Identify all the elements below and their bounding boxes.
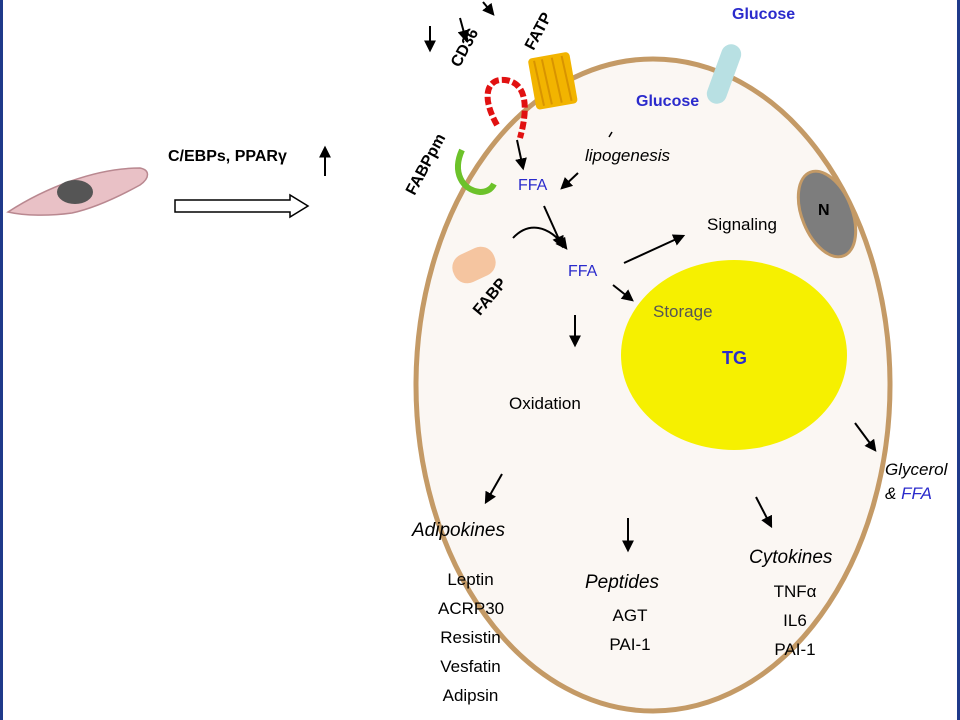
flow-arrows <box>319 1 877 553</box>
nucleus-label: N <box>818 202 830 219</box>
tg-label: TG <box>722 348 747 368</box>
preadipocyte-cell <box>6 167 149 216</box>
nucleus-shape <box>796 169 858 259</box>
adipokines-list: Leptin ACRP30 Resistin Vesfatin Adipsin <box>438 565 505 710</box>
list-item: Resistin <box>440 628 501 647</box>
list-item: PAI-1 <box>609 635 651 654</box>
differentiation-arrow <box>174 193 310 219</box>
signaling-label: Signaling <box>707 215 777 234</box>
lipogenesis-label: lipogenesis <box>585 146 671 165</box>
lipid-droplet <box>621 260 847 450</box>
glucose-transporter <box>706 44 742 104</box>
adipokines-title: Adipokines <box>412 520 505 541</box>
peptides-list: AGT PAI-1 <box>600 601 660 659</box>
right-frame-border <box>957 0 960 720</box>
induction-factors-label: C/EBPs, PPARγ <box>168 148 287 165</box>
preadipocyte-nucleus <box>57 180 93 204</box>
amp-text: & <box>885 484 902 503</box>
cytokines-list: TNFα IL6 PAI-1 <box>765 577 825 664</box>
glycerol-ffa-line: & FFA <box>885 484 932 504</box>
list-item: ACRP30 <box>438 599 505 618</box>
fabppm-transporter <box>455 148 497 196</box>
glucose-outside-label: Glucose <box>732 6 796 23</box>
list-item: Vesfatin <box>440 657 501 676</box>
ffa-top-label: FFA <box>518 177 548 194</box>
oxidation-label: Oxidation <box>509 394 581 413</box>
released-ffa-label: FFA <box>901 484 932 503</box>
peptides-title: Peptides <box>585 572 659 593</box>
cd36-transporter <box>484 76 528 139</box>
ffa-mid-label: FFA <box>568 263 598 280</box>
left-frame-border <box>0 0 3 720</box>
fabp-protein <box>452 246 496 284</box>
storage-label: Storage <box>653 302 713 321</box>
list-item: PAI-1 <box>774 640 816 659</box>
glycerol-label: Glycerol <box>885 460 948 479</box>
list-item: Leptin <box>447 570 494 589</box>
cytokines-title: Cytokines <box>749 547 833 568</box>
glucose-inside-label: Glucose <box>636 93 700 110</box>
fatp-transporter <box>528 52 578 110</box>
list-item: Adipsin <box>442 686 499 705</box>
list-item: TNFα <box>773 582 817 601</box>
list-item: AGT <box>612 606 648 625</box>
list-item: IL6 <box>783 611 807 630</box>
